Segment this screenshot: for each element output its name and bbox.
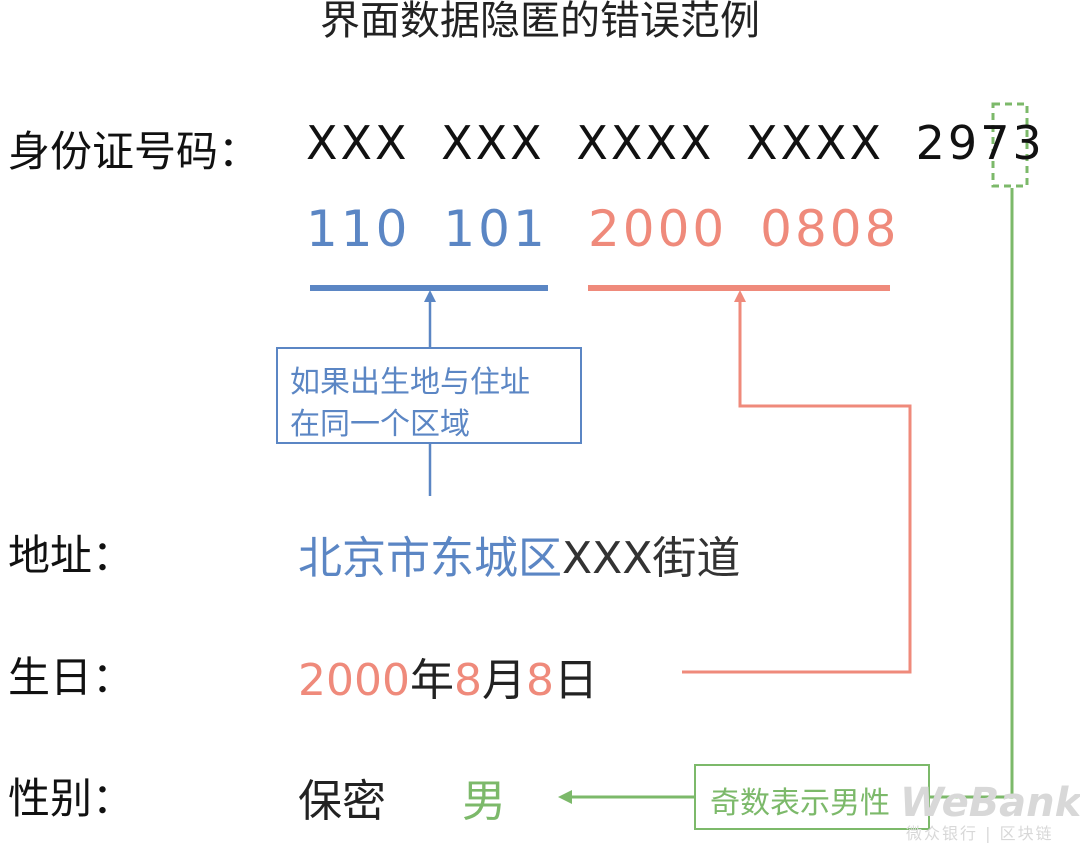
parity-note-text: 奇数表示男性	[710, 786, 890, 821]
region-note-box: 如果出生地与住址 在同一个区域	[276, 347, 582, 444]
address-rest: XXX街道	[562, 533, 741, 584]
webank-watermark: WeBank	[900, 780, 1080, 826]
birth-code: 2000 0808	[588, 200, 900, 258]
birthday-value: 2000年8月8日	[298, 644, 598, 708]
parity-digit-highlight	[991, 102, 1029, 188]
birth-month-unit: 月	[481, 655, 526, 706]
birth-day-unit: 日	[553, 655, 598, 706]
birthday-label: 生日：	[8, 653, 135, 702]
birth-year-unit: 年	[409, 655, 454, 706]
webank-watermark-sub: 微众银行 | 区块链	[906, 824, 1054, 843]
birth-connector	[682, 296, 912, 674]
gender-hidden-value: 保密	[298, 776, 386, 827]
address-value: 北京市东城区XXX街道	[298, 522, 740, 586]
address-label: 地址：	[8, 531, 135, 580]
parity-connector	[930, 188, 1014, 799]
id-parity-digit: 7	[980, 116, 1013, 170]
id-label: 身份证号码：	[8, 127, 261, 176]
id-masked-part: XXX XXX XXXX XXXX 29	[306, 116, 981, 170]
gender-label: 性别：	[8, 774, 135, 823]
region-note-line2: 在同一个区域	[290, 407, 470, 442]
id-last-digit: 3	[1012, 116, 1045, 170]
parity-note-box: 奇数表示男性	[694, 764, 930, 830]
gender-arrowhead	[558, 790, 572, 804]
id-number: XXX XXX XXXX XXXX 2973	[306, 116, 1045, 170]
address-district: 北京市东城区	[298, 533, 562, 584]
birth-arrowhead	[734, 290, 746, 302]
region-code: 110 101	[306, 200, 548, 258]
region-note-line1: 如果出生地与住址	[290, 365, 530, 400]
birth-year: 2000	[298, 655, 410, 706]
birth-day: 8	[525, 655, 554, 706]
gender-revealed-value: 男	[462, 776, 506, 827]
page-title: 界面数据隐匿的错误范例	[320, 0, 760, 44]
region-arrowhead	[424, 290, 436, 302]
birth-month: 8	[453, 655, 482, 706]
